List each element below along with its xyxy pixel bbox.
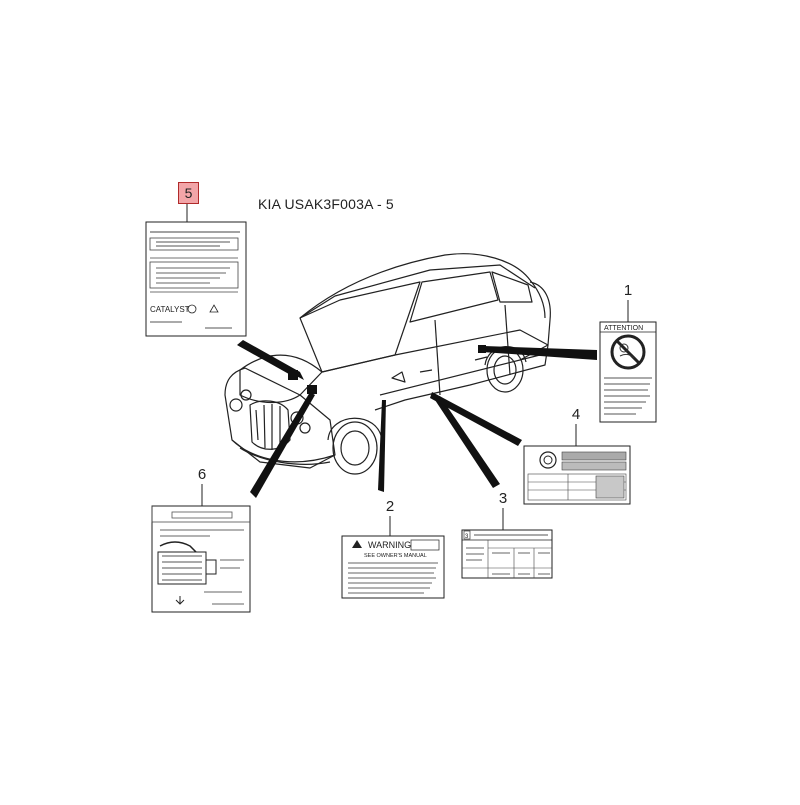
diagram-title: KIA USAK3F003A - 5	[258, 196, 394, 212]
leader-5b	[237, 345, 304, 380]
leader-lines	[237, 340, 597, 498]
callout-stems	[186, 202, 629, 536]
callout-3[interactable]: 3	[498, 490, 508, 507]
label-2-heading: WARNING	[368, 540, 411, 550]
label-6-battery	[151, 505, 251, 613]
leader-4	[430, 392, 522, 446]
leader-2	[378, 400, 386, 492]
callout-4[interactable]: 4	[571, 406, 581, 423]
leader-3	[435, 396, 500, 488]
label-2-subheading: SEE OWNER'S MANUAL	[364, 553, 427, 559]
label-3-number: 3	[465, 534, 469, 540]
label-1-heading: ATTENTION	[604, 325, 643, 332]
label-4-tire	[523, 445, 631, 505]
leader-5-tip	[288, 370, 298, 380]
car-illustration	[224, 253, 551, 475]
callout-2[interactable]: 2	[385, 498, 395, 515]
callout-5-highlighted[interactable]: 5	[178, 182, 199, 204]
leader-6	[250, 392, 315, 498]
label-5-emission: CATALYST	[145, 221, 247, 337]
label-2-warning: WARNING SEE OWNER'S MANUAL	[341, 535, 445, 599]
label-3-pressure: 3	[461, 529, 553, 579]
leader-1	[482, 346, 597, 360]
callout-1[interactable]: 1	[623, 282, 633, 299]
leader-1-tip	[478, 345, 486, 353]
label-5-catalyst: CATALYST	[150, 305, 190, 314]
label-1-attention: ATTENTION	[599, 321, 657, 423]
callout-6[interactable]: 6	[197, 466, 207, 483]
leader-5-tip2	[307, 385, 317, 394]
